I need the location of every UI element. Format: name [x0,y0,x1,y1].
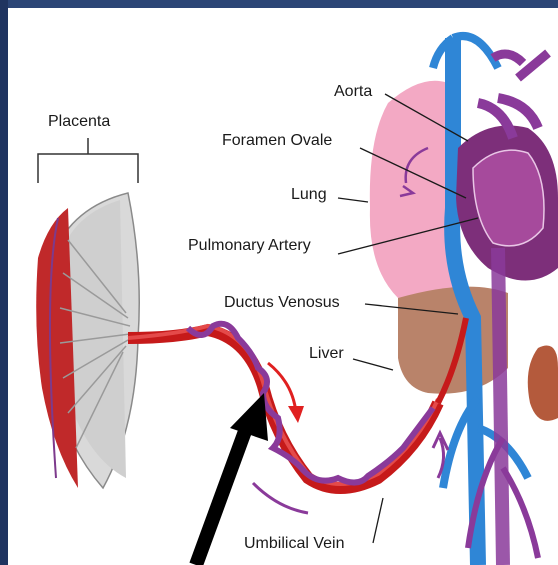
lung-shape [370,81,458,302]
placenta-bracket [38,138,138,183]
window-top-border [0,0,558,8]
heart-shape [456,53,558,281]
diagram-illustration [8,8,558,565]
liver-shape [398,287,508,394]
umbilical-cord [128,324,438,488]
label-placenta: Placenta [48,113,110,131]
window-left-border [0,0,8,565]
label-lung: Lung [291,186,327,204]
label-aorta: Aorta [334,83,372,101]
label-foramen-ovale: Foramen Ovale [222,132,332,150]
fetal-circulation-diagram: Placenta Aorta Foramen Ovale Lung Pulmon… [8,8,558,565]
placenta-disc [36,193,139,488]
label-umbilical-vein: Umbilical Vein [244,535,344,553]
kidney-shape [528,346,558,421]
label-liver: Liver [309,345,344,363]
aorta-purple [498,248,503,565]
flow-arrow-purple [253,483,308,513]
label-pulmonary-artery: Pulmonary Artery [188,237,311,255]
label-ductus-venosus: Ductus Venosus [224,294,340,312]
